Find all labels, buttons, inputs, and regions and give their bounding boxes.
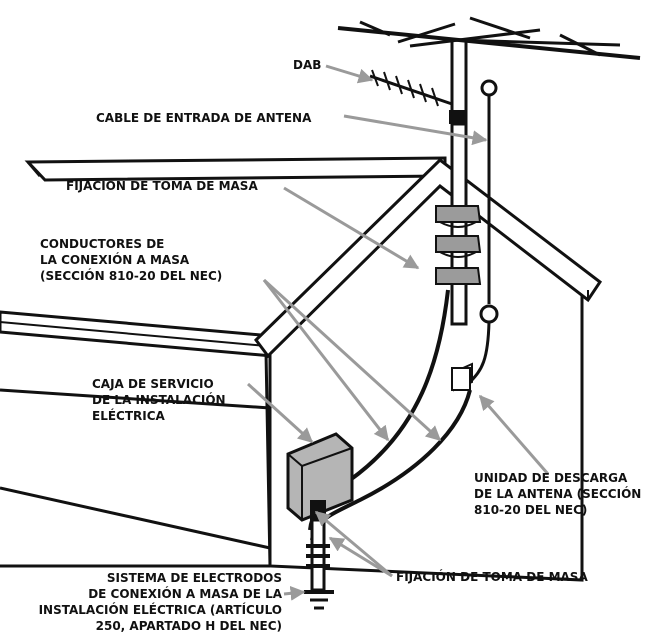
left-eave xyxy=(0,310,274,550)
pointer-arrows xyxy=(246,64,550,601)
label-grounding-conductors: CONDUCTORES DE LA CONEXIÓN A MASA (SECCI… xyxy=(40,237,223,283)
label-service-box: CAJA DE SERVICIO DE LA INSTALACIÓN ELÉCT… xyxy=(92,377,226,423)
dab-antenna xyxy=(369,69,453,107)
ground-rod xyxy=(304,500,334,610)
label-ground-clamp-top: FIJACIÓN DE TOMA DE MASA xyxy=(66,179,258,193)
mast-ground-clamps xyxy=(435,205,482,285)
label-dab: DAB xyxy=(293,58,322,72)
label-electrode-system: SISTEMA DE ELECTRODOS DE CONEXIÓN A MASA… xyxy=(38,571,282,633)
service-box xyxy=(286,432,354,522)
discharge-unit-box xyxy=(451,362,473,392)
label-antenna-lead-in: CABLE DE ENTRADA DE ANTENA xyxy=(96,111,312,125)
label-discharge-unit: UNIDAD DE DESCARGA DE LA ANTENA (SECCIÓN… xyxy=(474,471,642,517)
label-ground-clamp-bottom: FIJACIÓN DE TOMA DE MASA xyxy=(396,570,588,584)
back-roof xyxy=(24,156,447,182)
gable-roof xyxy=(254,158,603,359)
